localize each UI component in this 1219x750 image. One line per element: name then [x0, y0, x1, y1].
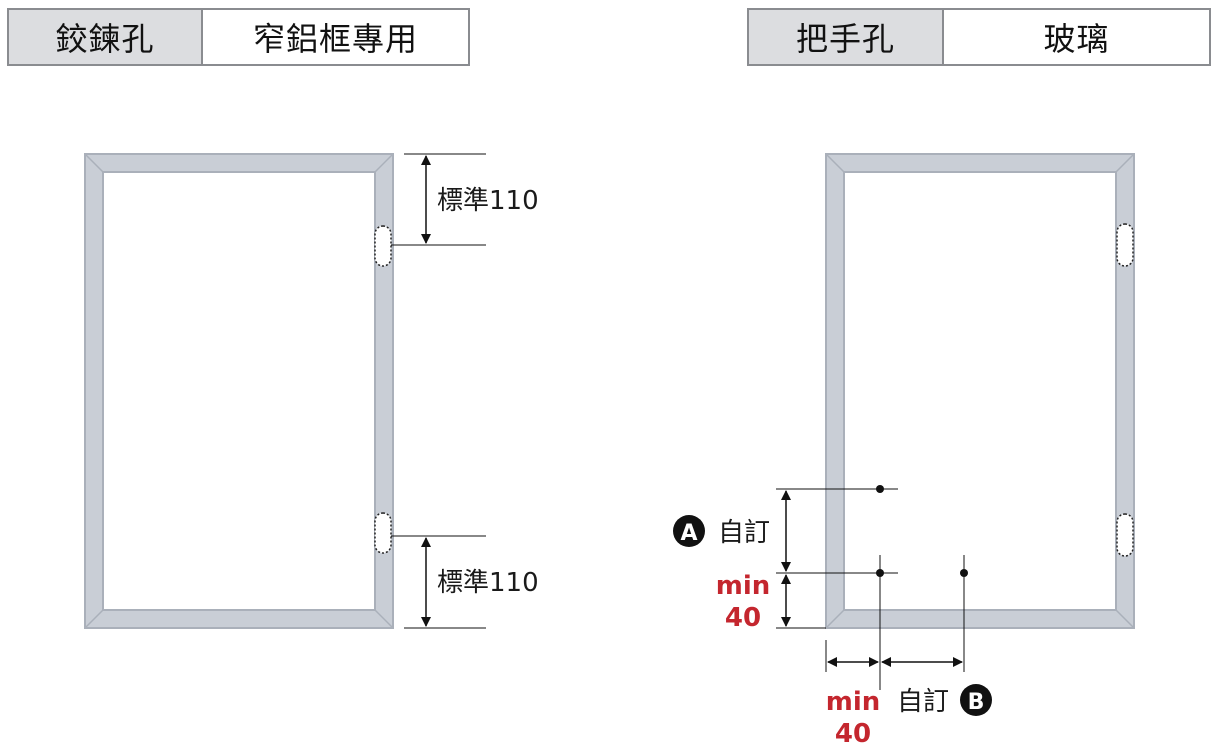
vertical-custom-label: 自訂 — [718, 518, 770, 548]
left-bottom-dimension-label: 標準110 — [437, 568, 539, 598]
left-door-frame — [84, 153, 394, 629]
right-hinge-hole-bottom — [1116, 513, 1134, 557]
horizontal-min-label-line1: min — [826, 687, 881, 717]
left-header: 鉸鍊孔 窄鋁框專用 — [7, 8, 470, 66]
horizontal-min-label-line2: 40 — [835, 719, 871, 749]
left-header-label: 鉸鍊孔 — [9, 10, 203, 64]
horizontal-custom-label: 自訂 — [897, 687, 949, 717]
left-hinge-hole-top — [374, 225, 392, 267]
marker-a: A — [673, 515, 705, 547]
left-top-dimension-label: 標準110 — [437, 186, 539, 216]
right-door-frame — [825, 153, 1135, 629]
vertical-min-label-line1: min — [716, 571, 771, 601]
left-bottom-dimension: 標準110 — [391, 535, 539, 629]
marker-b-letter: B — [968, 690, 985, 715]
left-top-dimension: 標準110 — [391, 153, 539, 246]
right-header-value: 玻璃 — [944, 10, 1209, 64]
right-header: 把手孔 玻璃 — [747, 8, 1211, 66]
left-hinge-hole-bottom — [374, 512, 392, 554]
left-header-value: 窄鋁框專用 — [203, 10, 468, 64]
marker-a-letter: A — [680, 521, 697, 546]
right-hinge-hole-top — [1116, 223, 1134, 267]
marker-b: B — [960, 684, 992, 716]
right-header-label: 把手孔 — [749, 10, 944, 64]
vertical-min-label-line2: 40 — [725, 603, 761, 633]
